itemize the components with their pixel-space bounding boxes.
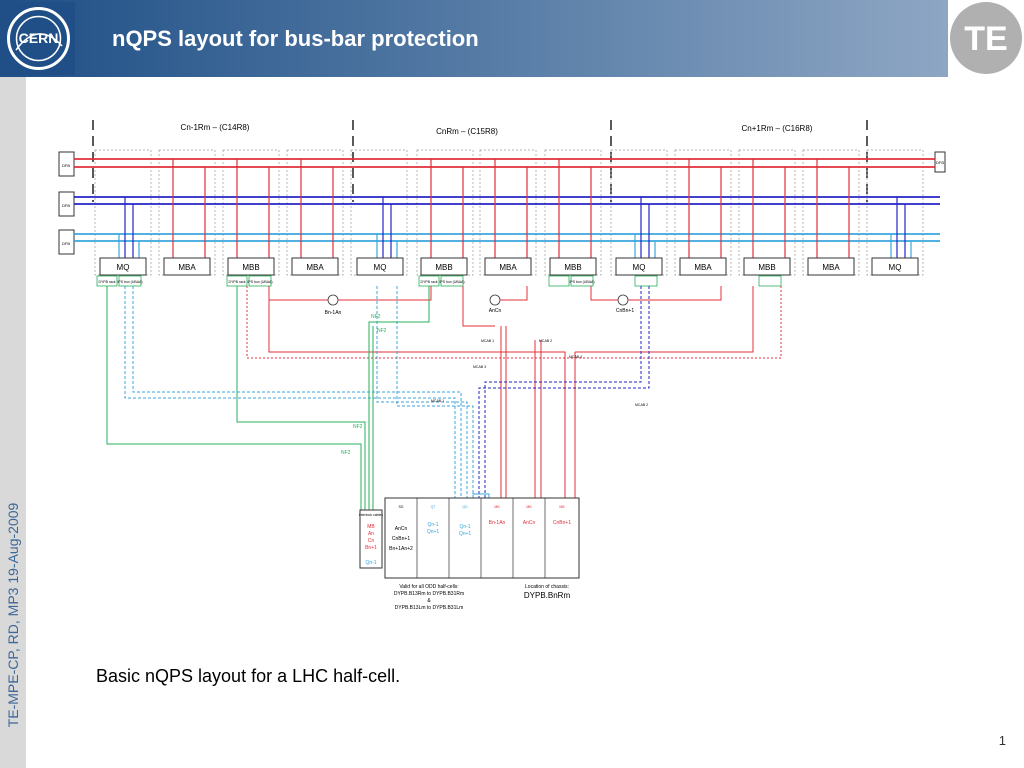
magnet-mq-4: MQ xyxy=(889,263,902,272)
magnet-mbb-1: MBB xyxy=(242,263,259,272)
chassis-col1-an: An xyxy=(368,531,374,537)
chassis-header-interlock: interlock cables xyxy=(359,513,383,517)
chassis-header-qt: QT xyxy=(431,505,437,509)
magnet-mba-4: MBA xyxy=(694,263,712,272)
chassis-col7: CnBn+1 xyxy=(553,520,571,526)
chassis-col2-bn+1an+2: Bn+1An+2 xyxy=(389,546,413,552)
chassis-col4-qn-1: Qn-1 xyxy=(459,524,470,530)
ips-box-3: IPS box (UBAA) xyxy=(439,280,464,284)
chassis-col1-qn-1: Qn-1 xyxy=(365,560,376,566)
section-label-c14: Cn-1Rm – (C14R8) xyxy=(181,123,250,132)
nf2-label-3: NF2 xyxy=(353,424,363,430)
magnet-mbb-3: MBB xyxy=(564,263,581,272)
mcab-label-6: MCAB 2 xyxy=(539,339,552,343)
nf2-label-2: NF2 xyxy=(377,328,387,334)
dypb-rack-1: DYPB rack xyxy=(98,280,115,284)
magnet-mbb-2: MBB xyxy=(435,263,452,272)
chassis-header-qd: QD xyxy=(462,505,468,509)
magnet-mbb-4: MBB xyxy=(758,263,775,272)
magnet-mba-1: MBA xyxy=(178,263,196,272)
dfb-box-3: DFB xyxy=(62,241,70,246)
section-label-c15: CnRm – (C15R8) xyxy=(436,127,498,136)
nf2-label-4: NF2 xyxy=(341,450,351,456)
te-logo-text: TE xyxy=(964,20,1007,58)
chassis-col1-mb: MB xyxy=(367,524,375,530)
chassis-col6: AnCn xyxy=(523,520,536,526)
nqps-layout-diagram: Cn-1Rm – (C14R8) CnRm – (C15R8) Cn+1Rm –… xyxy=(55,112,955,622)
ips-box-4: IPS box (UBAA) xyxy=(569,280,594,284)
chassis-header-mb1: MB xyxy=(494,505,500,509)
page-number: 1 xyxy=(998,733,1006,748)
mcab-label-2: MCAB 2 xyxy=(635,403,648,407)
magnet-mba-5: MBA xyxy=(822,263,840,272)
cern-logo: CERN xyxy=(2,2,75,75)
chassis-col1-cn: Cn xyxy=(368,538,375,544)
chassis-col2-cnbn+1: CnBn+1 xyxy=(392,536,410,542)
mcab-label-3: MCAB 3 xyxy=(473,365,486,369)
chassis-col3-qn-1: Qn-1 xyxy=(427,522,438,528)
te-logo: TE xyxy=(948,0,1024,77)
sidebar xyxy=(0,77,26,768)
dypb-rack-2: DYPB rack xyxy=(228,280,245,284)
title-bar: CERN nQPS layout for bus-bar protection xyxy=(0,0,948,77)
magnet-mba-3: MBA xyxy=(499,263,517,272)
mcab-label-4: MCAB 4 xyxy=(569,355,582,359)
dfb-box-2: DFB xyxy=(62,203,70,208)
ips-box-2: IPS box (UBAA) xyxy=(247,280,272,284)
ips-box-1: IPS box (UBAA) xyxy=(117,280,142,284)
chassis-header-mb2: MB xyxy=(526,505,532,509)
chassis-header-mb3: MB xyxy=(559,505,565,509)
detector-bn-1an: Bn-1An xyxy=(325,310,342,316)
detector-cnbn+1: CnBn+1 xyxy=(616,308,634,314)
note-valid-line-4: DYPB.B13Lm to DYPB.B31Lm xyxy=(395,605,464,611)
dfb-box-right: DFB xyxy=(936,160,944,165)
mcab-label-5: MCAB 1 xyxy=(481,339,494,343)
detector-ancn: AnCn xyxy=(489,308,502,314)
magnet-mba-2: MBA xyxy=(306,263,324,272)
page-title: nQPS layout for bus-bar protection xyxy=(112,26,479,51)
cern-logo-text: CERN xyxy=(19,30,59,46)
dypb-rack-3: DYPB rack xyxy=(420,280,437,284)
magnet-mq-1: MQ xyxy=(117,263,130,272)
note-location-line-1: Location of chassis: xyxy=(525,584,569,590)
note-valid-line-2: DYPB.B13Rm to DYPB.B31Rm xyxy=(394,591,464,597)
dfb-box-1: DFB xyxy=(62,163,70,168)
nf2-label-1: NF2 xyxy=(371,314,381,320)
section-label-c16: Cn+1Rm – (C16R8) xyxy=(742,124,813,133)
note-valid-line-1: Valid for all ODD half-cells: xyxy=(399,584,458,590)
chassis-col3-qn+1: Qn+1 xyxy=(427,529,440,535)
sidebar-text: TE-MPE-CP, RD, MP3 19-Aug-2009 xyxy=(5,502,21,728)
slide-caption: Basic nQPS layout for a LHC half-cell. xyxy=(96,666,401,686)
mcab-label-1: MCAB 1 xyxy=(431,399,444,403)
chassis-col5: Bn-1An xyxy=(489,520,506,526)
magnet-mq-2: MQ xyxy=(374,263,387,272)
chassis-header-sg: SG xyxy=(398,505,403,509)
chassis-col2-ancn: AnCn xyxy=(395,526,408,532)
note-valid-line-3: & xyxy=(427,598,431,604)
note-location-line-2: DYPB.BnRm xyxy=(524,591,571,600)
magnet-mq-3: MQ xyxy=(633,263,646,272)
chassis-col4-qn+1: Qn+1 xyxy=(459,531,472,537)
chassis-col1-bn+1: Bn+1 xyxy=(365,545,377,551)
diagram-svg: Cn-1Rm – (C14R8) CnRm – (C15R8) Cn+1Rm –… xyxy=(58,120,946,611)
